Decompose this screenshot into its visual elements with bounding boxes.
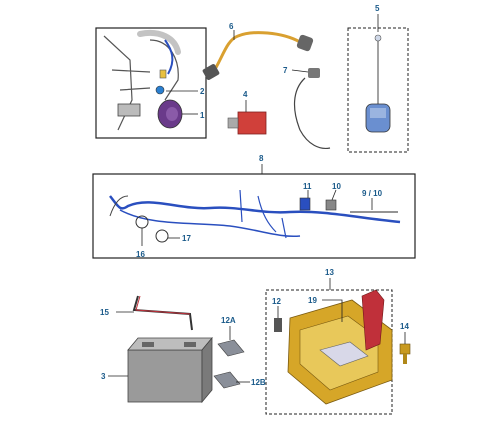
callout-17: 17	[182, 234, 191, 243]
callout-15: 15	[100, 308, 109, 317]
callout-12a: 12A	[221, 316, 236, 325]
battery-cable-part	[202, 30, 314, 80]
callout-7: 7	[283, 66, 288, 75]
callout-1: 1	[200, 111, 205, 120]
callout-12: 12	[272, 297, 281, 306]
callout-10: 10	[332, 182, 341, 191]
callout-9-10: 9 / 10	[362, 189, 383, 198]
callout-11: 11	[303, 182, 312, 191]
callout-12b: 12B	[251, 378, 266, 387]
battery-tray-box	[265, 278, 411, 415]
callout-16: 16	[136, 250, 145, 259]
battery-part	[108, 336, 213, 404]
callout-8: 8	[259, 154, 264, 163]
fuse-box	[347, 14, 409, 153]
callout-19: 19	[308, 296, 317, 305]
callout-14: 14	[400, 322, 409, 331]
callout-5: 5	[375, 4, 380, 13]
callout-4: 4	[243, 90, 248, 99]
callout-2: 2	[200, 87, 205, 96]
wiring-harness-box	[92, 164, 416, 259]
relay-part	[227, 100, 267, 135]
callout-13: 13	[325, 268, 334, 277]
pads-parts	[213, 326, 250, 389]
callout-6: 6	[229, 22, 234, 31]
battery-strap-part	[116, 295, 193, 331]
horn-assembly-box	[95, 27, 207, 139]
sensor-lead-part	[291, 68, 331, 150]
callout-3: 3	[101, 372, 106, 381]
